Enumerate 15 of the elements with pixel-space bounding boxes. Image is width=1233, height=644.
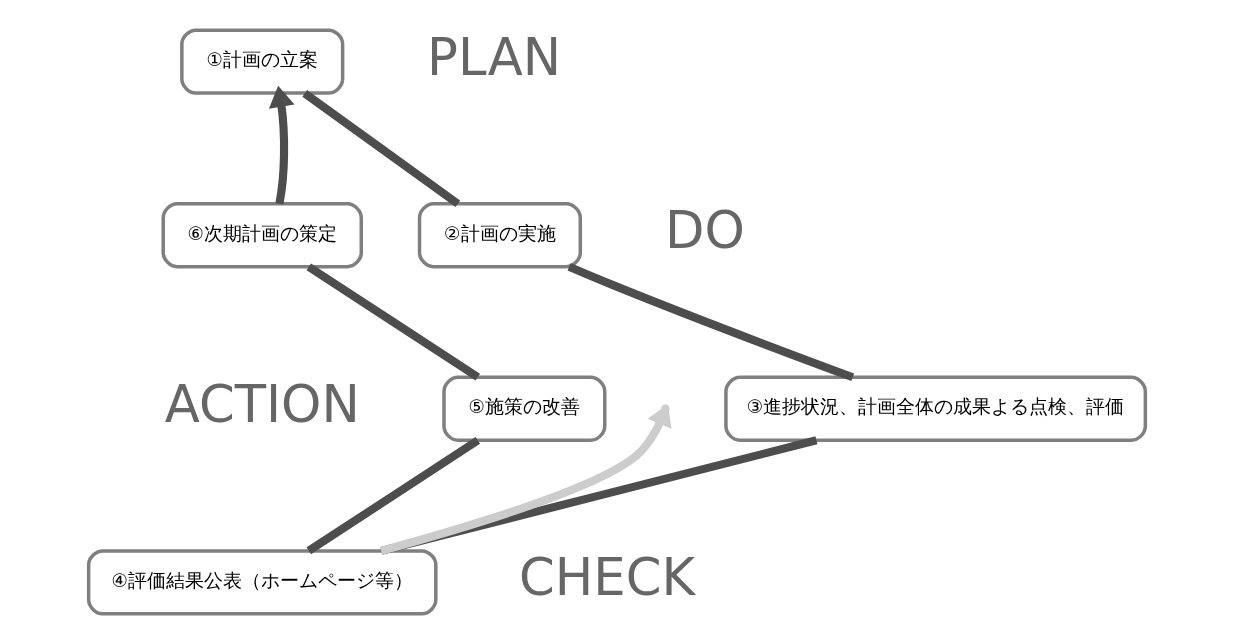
connector [306, 263, 480, 381]
label: CHECK [518, 547, 695, 608]
node-box: ①計画の立案 [179, 28, 344, 95]
label: PLAN [426, 26, 561, 87]
connector [306, 436, 480, 555]
label: ACTION [164, 373, 360, 434]
connector [567, 263, 854, 382]
node-box: ③進捗状況、計画全体の成果よる点検、評価 [723, 375, 1147, 442]
node-box: ⑥次期計画の策定 [160, 202, 363, 269]
label: DO [664, 200, 745, 261]
node-box: ②計画の実施 [417, 202, 582, 269]
arrow [268, 85, 295, 205]
node-box: ⑤施策の改善 [441, 375, 606, 442]
node-box: ④評価結果公表（ホームページ等） [86, 549, 438, 616]
connector [301, 90, 460, 207]
